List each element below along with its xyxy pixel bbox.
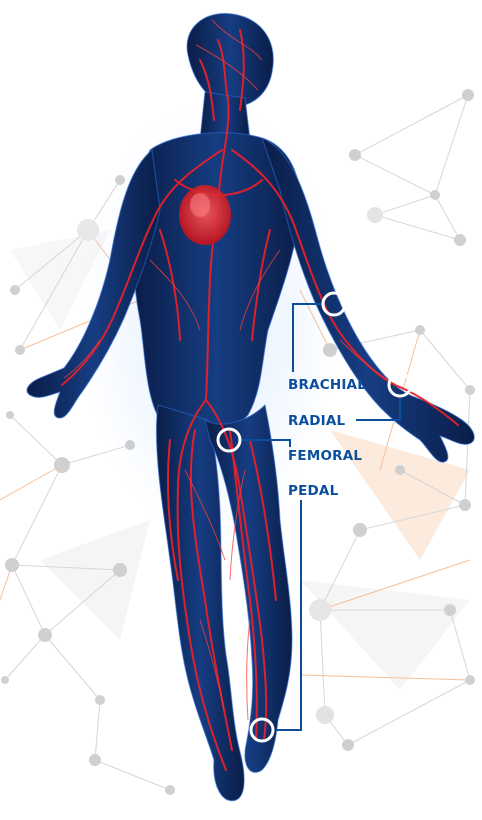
network-line xyxy=(45,635,100,700)
network-node xyxy=(353,523,367,537)
network-node xyxy=(415,325,425,335)
network-line xyxy=(348,680,470,745)
network-node xyxy=(89,754,101,766)
network-node xyxy=(165,785,175,795)
human-circulatory-figure xyxy=(27,13,474,800)
network-line xyxy=(5,635,45,680)
network-accent-shape xyxy=(40,520,150,640)
label-pedal: PEDAL xyxy=(288,483,338,499)
network-node xyxy=(395,465,405,475)
network-node xyxy=(462,89,474,101)
network-node xyxy=(367,207,383,223)
heart-highlight xyxy=(190,193,210,217)
network-node xyxy=(10,285,20,295)
network-line xyxy=(10,415,62,465)
network-node xyxy=(309,599,331,621)
network-node xyxy=(113,563,127,577)
network-node xyxy=(1,676,9,684)
network-line xyxy=(420,330,470,390)
network-line-accent xyxy=(300,675,470,680)
network-node xyxy=(465,675,475,685)
network-node xyxy=(349,149,361,161)
network-line xyxy=(375,215,460,240)
network-node xyxy=(54,457,70,473)
network-line xyxy=(95,700,100,760)
network-node xyxy=(444,604,456,616)
network-line xyxy=(355,155,435,195)
network-node xyxy=(5,558,19,572)
network-node xyxy=(454,234,466,246)
network-line xyxy=(12,465,62,565)
network-node xyxy=(430,190,440,200)
network-node xyxy=(6,411,14,419)
network-node xyxy=(95,695,105,705)
network-line xyxy=(320,610,325,715)
network-line xyxy=(375,195,435,215)
network-line xyxy=(450,610,470,680)
network-node xyxy=(459,499,471,511)
label-brachial: BRACHIAL xyxy=(288,377,366,393)
label-femoral: FEMORAL xyxy=(288,448,362,464)
network-line xyxy=(12,565,45,635)
network-node xyxy=(38,628,52,642)
network-line xyxy=(465,390,470,505)
network-node xyxy=(465,385,475,395)
network-node xyxy=(342,739,354,751)
label-radial: RADIAL xyxy=(288,413,345,429)
network-accent-shape xyxy=(300,580,470,690)
network-line xyxy=(95,760,170,790)
network-node xyxy=(15,345,25,355)
network-node xyxy=(316,706,334,724)
